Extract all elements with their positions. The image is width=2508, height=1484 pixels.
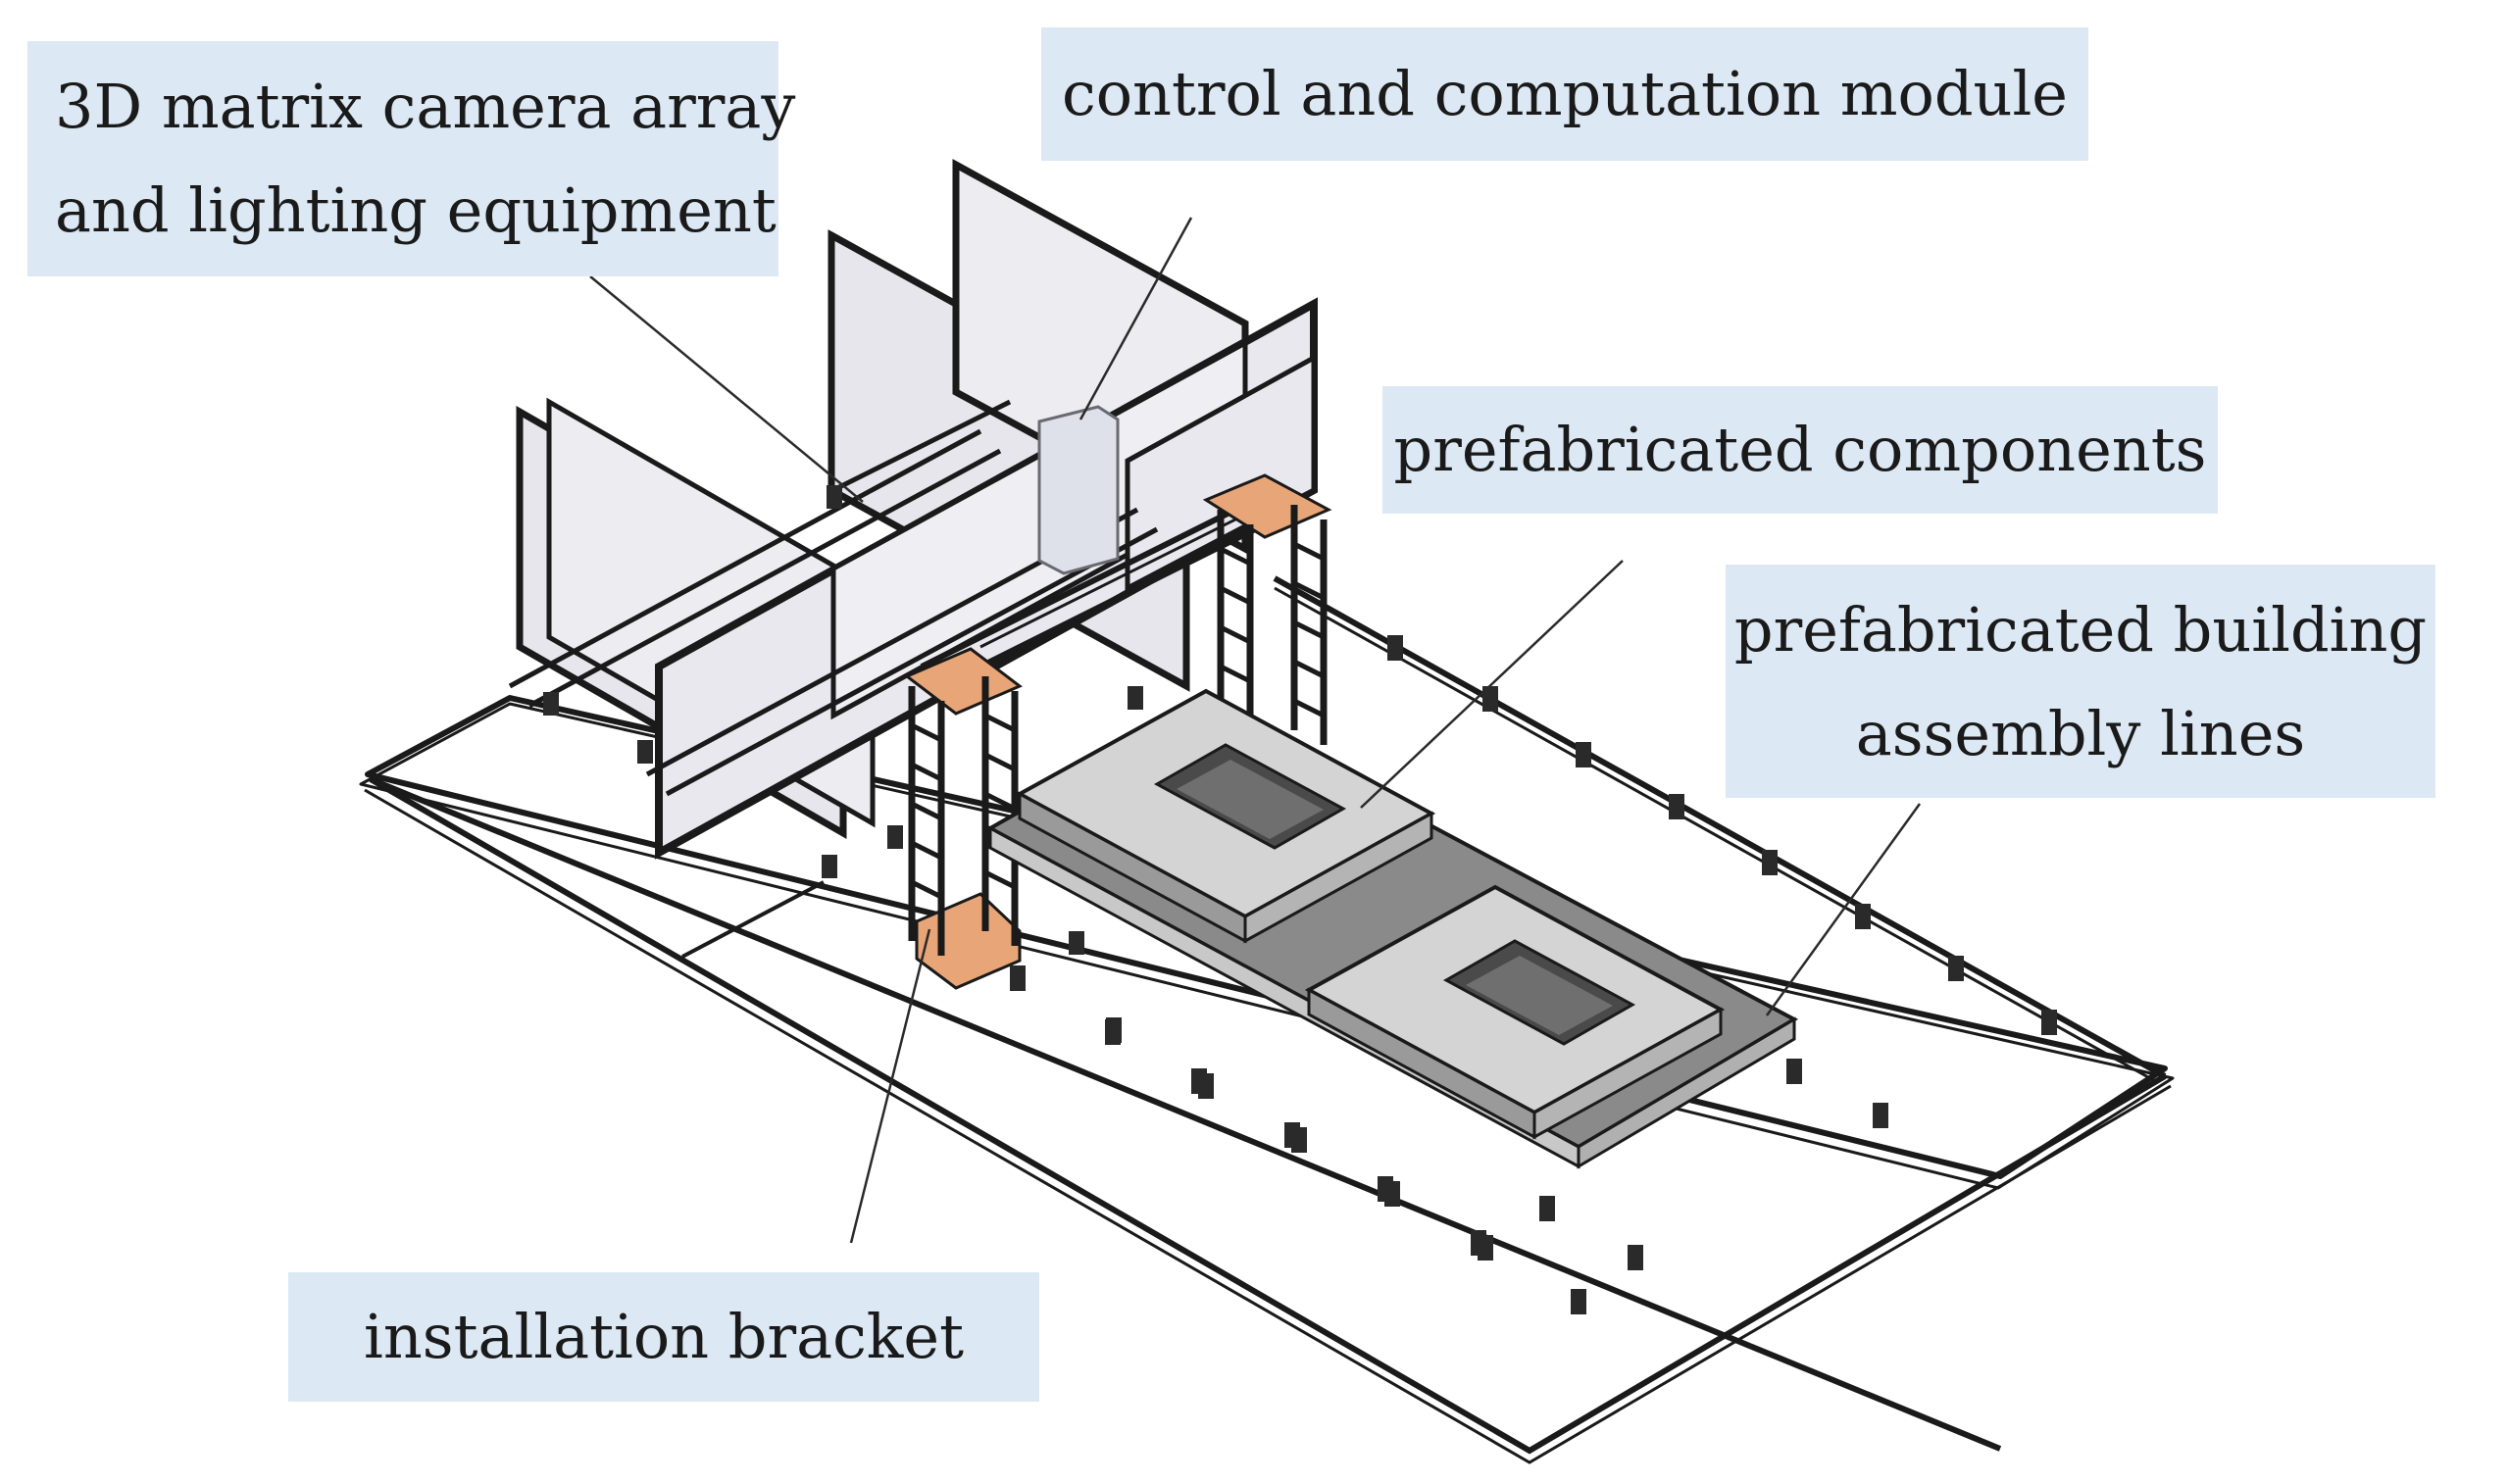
bracket-plate-bottom-left (915, 892, 1022, 990)
floor-back-edge (1273, 575, 2167, 1084)
leader-components (1360, 560, 1624, 809)
label-assembly-line-1: prefabricated building (1733, 594, 2428, 666)
label-prefabricated-components: prefabricated components (1382, 386, 2218, 514)
prefabricated-slab-1 (1015, 688, 1436, 944)
gantry-bridge (920, 487, 1296, 689)
label-assembly-line-2: assembly lines (1855, 698, 2306, 769)
leader-control (1078, 217, 1193, 420)
bracket-plate-top-right (1202, 473, 1332, 539)
leader-lines (589, 217, 1922, 1244)
label-installation-bracket: installation bracket (288, 1272, 1039, 1402)
label-camera-array: 3D matrix camera array and lighting equi… (27, 41, 796, 276)
label-bracket-text: installation bracket (364, 1301, 964, 1372)
label-components-text: prefabricated components (1393, 414, 2207, 485)
prefabricated-slab-2 (1304, 884, 1726, 1140)
label-control-text: control and computation module (1062, 58, 2068, 129)
label-camera-line-1: 3D matrix camera array (55, 71, 796, 142)
leader-assembly (1765, 803, 1922, 1016)
support-feet (543, 485, 2057, 1314)
control-module (1037, 405, 1120, 575)
label-assembly-lines: prefabricated building assembly lines (1726, 565, 2435, 798)
floor-front-edges (364, 776, 2172, 1464)
leader-bracket (849, 928, 931, 1244)
leader-camera (589, 275, 864, 503)
label-camera-line-2: and lighting equipment (55, 174, 777, 246)
label-control-module: control and computation module (1041, 27, 2088, 161)
